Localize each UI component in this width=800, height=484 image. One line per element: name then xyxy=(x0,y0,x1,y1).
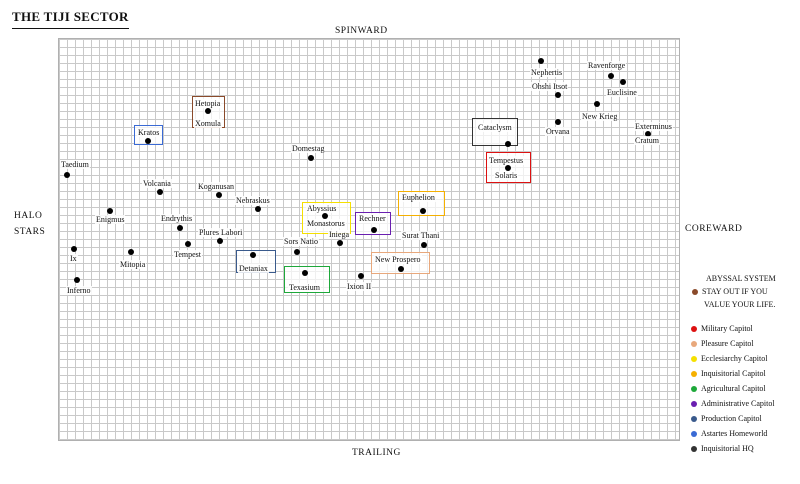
legend-abyssal-block: ABYSSAL SYSTEM STAY OUT IF YOU VALUE YOU… xyxy=(688,272,798,311)
legend-item-ecclesiarchy: Ecclesiarchy Capitol xyxy=(688,351,798,366)
legend-item-label: Pleasure Capitol xyxy=(701,339,754,348)
edge-label-trailing: TRAILING xyxy=(352,448,401,458)
legend-item-astartes: Astartes Homeworld xyxy=(688,426,798,441)
legend-item-label: Administrative Capitol xyxy=(701,399,775,408)
legend-item-production: Production Capitol xyxy=(688,411,798,426)
legend-abyssal-text: STAY OUT IF YOU xyxy=(702,287,768,296)
legend-item-label: Inquisitorial HQ xyxy=(701,444,754,453)
legend-swatch-administrative xyxy=(691,401,697,408)
edge-label-spinward: SPINWARD xyxy=(335,26,388,36)
edge-label-halo: HALO xyxy=(14,211,43,221)
legend-swatch-abyssal xyxy=(692,289,698,296)
sector-title: THE TIJI SECTOR xyxy=(12,9,129,29)
legend-item-military: Military Capitol xyxy=(688,321,798,336)
legend: ABYSSAL SYSTEM STAY OUT IF YOU VALUE YOU… xyxy=(688,272,798,456)
legend-swatch-agricultural xyxy=(691,386,697,393)
legend-item-label: Military Capitol xyxy=(701,324,753,333)
sector-map-grid[interactable] xyxy=(58,38,680,441)
legend-item-pleasure: Pleasure Capitol xyxy=(688,336,798,351)
edge-label-coreward: COREWARD xyxy=(685,224,743,234)
edge-label-stars: STARS xyxy=(14,227,46,237)
legend-swatch-military xyxy=(691,326,697,333)
legend-swatch-inquisitorial xyxy=(691,371,697,378)
legend-swatch-inquisitorial_hq xyxy=(691,446,697,453)
legend-abyssal-line: STAY OUT IF YOU xyxy=(688,285,798,298)
legend-swatch-pleasure xyxy=(691,341,697,348)
legend-item-label: Astartes Homeworld xyxy=(701,429,768,438)
legend-item-label: Inquisitorial Capitol xyxy=(701,369,766,378)
legend-item-label: Agricultural Capitol xyxy=(701,384,766,393)
legend-item-inquisitorial: Inquisitorial Capitol xyxy=(688,366,798,381)
legend-abyssal-line: VALUE YOUR LIFE. xyxy=(704,300,776,309)
legend-item-label: Production Capitol xyxy=(701,414,762,423)
legend-item-agricultural: Agricultural Capitol xyxy=(688,381,798,396)
legend-abyssal-title: ABYSSAL SYSTEM xyxy=(706,274,776,283)
legend-swatch-astartes xyxy=(691,431,697,438)
legend-item-inquisitorial_hq: Inquisitorial HQ xyxy=(688,441,798,456)
legend-swatch-production xyxy=(691,416,697,423)
legend-item-label: Ecclesiarchy Capitol xyxy=(701,354,768,363)
legend-item-administrative: Administrative Capitol xyxy=(688,396,798,411)
legend-swatch-ecclesiarchy xyxy=(691,356,697,363)
